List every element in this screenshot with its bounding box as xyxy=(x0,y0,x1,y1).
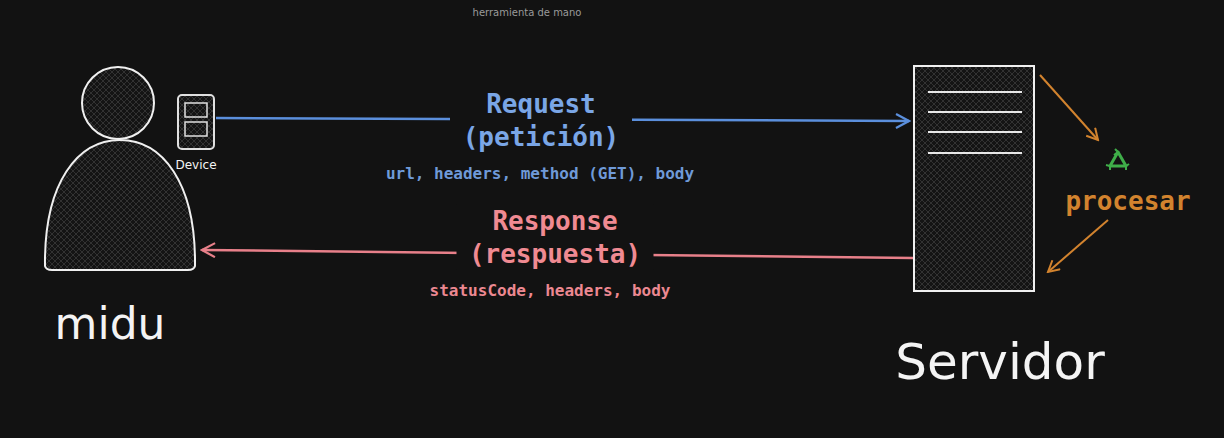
node-outline xyxy=(913,65,1035,292)
server-slot xyxy=(928,131,1022,133)
label-holder: url, headers, method (GET), body xyxy=(386,164,694,183)
process-arrow xyxy=(1040,75,1098,140)
person-head xyxy=(82,67,154,139)
phone-screen-block xyxy=(185,122,207,136)
phone-screen-block xyxy=(185,103,207,117)
edge-label: Request (petición) xyxy=(456,88,626,153)
node-text-holder: Servidor xyxy=(895,333,1104,391)
node-text-holder: Device xyxy=(175,155,216,173)
watermark-text: herramienta de mano xyxy=(473,7,582,18)
process-label: procesar xyxy=(1065,186,1190,216)
server-box: Servidor xyxy=(913,65,1035,292)
person-body xyxy=(45,140,195,270)
edge-label-holder: Response (respuesta) xyxy=(457,205,654,270)
recycle-icon xyxy=(1106,149,1129,170)
server-slot xyxy=(928,111,1022,113)
server-slot xyxy=(928,152,1022,154)
phone-outline xyxy=(178,95,214,149)
server-slot xyxy=(928,91,1022,93)
label-holder: statusCode, headers, body xyxy=(430,281,671,300)
request-fields: url, headers, method (GET), body xyxy=(386,164,694,183)
edge-label-holder: Request (petición) xyxy=(450,88,632,153)
label-holder: procesar xyxy=(1065,186,1190,216)
label-holder: herramienta de mano xyxy=(473,2,582,20)
process-arrow xyxy=(1048,220,1108,272)
node-outline xyxy=(176,93,216,151)
node-label: Servidor xyxy=(895,333,1104,391)
device-icon: Device xyxy=(176,93,216,151)
node-text-holder: midu xyxy=(55,298,166,349)
server-outline xyxy=(914,66,1034,291)
node-label: midu xyxy=(55,298,166,349)
node-label: Device xyxy=(175,158,216,172)
edge-label: Response (respuesta) xyxy=(463,205,648,270)
response-fields: statusCode, headers, body xyxy=(430,281,671,300)
